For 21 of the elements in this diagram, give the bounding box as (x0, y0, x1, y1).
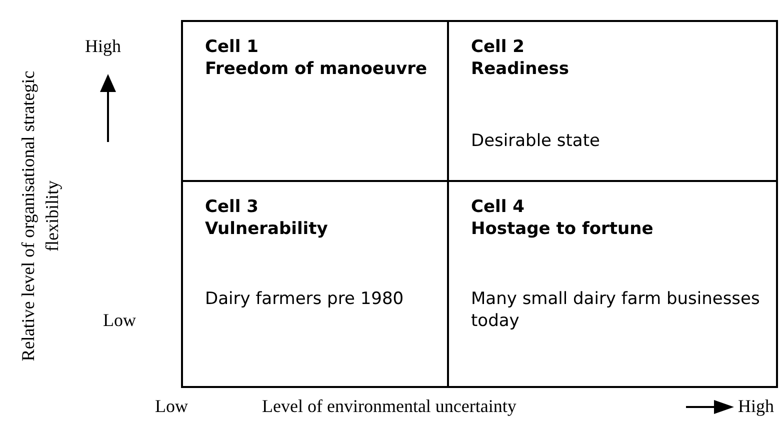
cell-title: Vulnerability (205, 218, 329, 240)
cell-description: Many small dairy farm businesses today (471, 288, 761, 332)
cell-number: Cell 3 (205, 196, 260, 218)
matrix-cell (447, 20, 778, 182)
axis-end-label: High (85, 36, 121, 57)
cell-description: Desirable state (471, 130, 601, 152)
axis-end-label: Low (103, 310, 136, 331)
cell-number: Cell 2 (471, 36, 526, 58)
axis-end-label: High (738, 396, 774, 417)
matrix-cell (181, 180, 449, 388)
cell-number: Cell 4 (471, 196, 526, 218)
cell-title: Readiness (471, 58, 570, 80)
matrix-cell (181, 20, 449, 182)
cell-number: Cell 1 (205, 36, 260, 58)
matrix-cell (447, 180, 778, 388)
axis-title: Relative level of organisational strategic flexibility (17, 70, 63, 364)
axis-end-label: Low (155, 396, 188, 417)
cell-title: Freedom of manoeuvre (205, 58, 428, 80)
cell-title: Hostage to fortune (471, 218, 654, 240)
cell-description: Dairy farmers pre 1980 (205, 288, 405, 310)
axis-title: Level of environmental uncertainty (262, 396, 516, 417)
